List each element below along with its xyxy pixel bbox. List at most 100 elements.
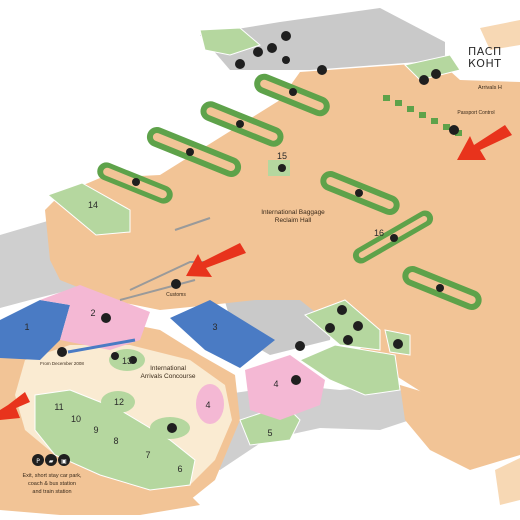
concourse-label-2: Arrivals Concourse	[141, 373, 196, 380]
unit-2	[40, 285, 150, 350]
passport-icon	[449, 125, 459, 135]
bus-icon-glyph: ▰	[49, 458, 54, 465]
unit-number-5: 5	[267, 428, 272, 438]
unit-number-6: 6	[177, 464, 182, 474]
unit-number-11: 11	[54, 402, 63, 412]
arrow-exit	[0, 392, 30, 420]
toilet-icon	[267, 43, 277, 53]
strip-upper	[480, 20, 520, 50]
shop-icon-4	[291, 375, 301, 385]
kiosk-g	[455, 130, 462, 136]
phone-icon	[282, 56, 290, 64]
kiosk-d	[419, 112, 426, 118]
header-signage: ПАСП КОНТ	[468, 45, 502, 70]
exit-label-1: Exit, short stay car park,	[23, 473, 82, 479]
belt-icon-7	[436, 284, 444, 292]
parking-icon	[32, 454, 44, 466]
unit-number-4b: 4	[205, 400, 210, 410]
unit-4	[245, 355, 325, 420]
unit-4-small	[196, 384, 224, 424]
unit-number-8: 8	[113, 436, 118, 446]
toilet-icon-lower	[353, 321, 363, 331]
unit-number-16: 16	[374, 228, 384, 238]
wall-1	[119, 279, 196, 301]
toilet-icon-right	[431, 69, 441, 79]
unit-number-13: 13	[122, 356, 132, 366]
baby-icon-lower	[343, 335, 353, 345]
luggage-icon	[235, 59, 245, 69]
header-line-2: КОНТ	[468, 57, 501, 70]
unit-number-1: 1	[24, 322, 29, 332]
passport-kiosks	[383, 95, 462, 136]
kiosk-f	[443, 124, 450, 130]
parking-icon-glyph: P	[36, 458, 40, 465]
bus-icon	[45, 454, 57, 466]
wall-3	[174, 217, 211, 231]
direction-arrows	[0, 125, 512, 420]
info-icon-right	[337, 305, 347, 315]
unit-number-7: 7	[145, 450, 150, 460]
unit-12	[101, 391, 135, 413]
baggage-hall-label-2: Reclaim Hall	[275, 217, 312, 224]
facility-icons	[57, 31, 459, 433]
unit-number-10: 10	[71, 414, 81, 424]
area-labels: International Baggage Reclaim Hall Custo…	[23, 85, 502, 495]
customs-label: Customs	[166, 292, 186, 298]
zone-right-lower	[298, 344, 401, 396]
belt-icon-1	[132, 178, 140, 186]
passport-control-label: Passport Control	[457, 110, 494, 116]
bag-icon-15	[278, 164, 286, 172]
kiosk-a	[383, 95, 390, 101]
belt-icon-6	[390, 234, 398, 242]
baggage-hall-floor	[45, 62, 520, 410]
arrow-passport	[457, 125, 512, 160]
belt-icon-3	[236, 120, 244, 128]
exit-label-2: coach & bus station	[28, 481, 76, 487]
unit-number-14: 14	[88, 200, 98, 210]
strip-lower	[495, 458, 520, 505]
train-icon	[58, 454, 70, 466]
kiosk-b	[395, 100, 402, 106]
shop-icon-2	[101, 313, 111, 323]
unit-number-2: 2	[90, 308, 95, 318]
unit-number-12: 12	[114, 397, 124, 407]
bag-icon-right	[295, 341, 305, 351]
wall-blue	[67, 338, 136, 354]
exit-label-3: and train station	[32, 489, 71, 495]
zone-right-upper	[304, 299, 381, 351]
exit-icons: P ▰ ▣	[32, 454, 70, 466]
exit-corridor	[0, 455, 200, 515]
belt-icon-2	[186, 148, 194, 156]
cafe-icon	[111, 352, 119, 360]
train-icon-glyph: ▣	[61, 458, 67, 465]
belt-icon-5	[355, 189, 363, 197]
wheelchair-icon	[253, 47, 263, 57]
zone-top-right	[404, 54, 461, 81]
shop-icon-13	[129, 356, 137, 364]
unit-1	[0, 300, 70, 360]
kiosk-icon	[167, 423, 177, 433]
unit-number-4: 4	[273, 379, 278, 389]
header-line-1: ПАСП	[468, 45, 502, 58]
concourse-label-1: International	[150, 365, 186, 372]
baby-change-icon	[281, 31, 291, 41]
top-right-strip	[480, 20, 520, 505]
zone-14	[47, 182, 131, 236]
wheelchair-icon-lower	[325, 323, 335, 333]
unit-number-9: 9	[93, 425, 98, 435]
baggage-hall-label-1: International Baggage	[261, 209, 325, 216]
unit-3	[170, 300, 275, 368]
arrow-customs	[186, 243, 246, 277]
belt-icon-4	[289, 88, 297, 96]
right-corridor	[400, 385, 520, 470]
lift-icon	[393, 339, 403, 349]
info-icon-concourse	[57, 347, 67, 357]
kiosk-e	[431, 118, 438, 124]
from-december-label: From December 2008	[40, 361, 84, 366]
unit-number-15: 15	[277, 151, 287, 161]
arrivals-hall-label: Arrivals H	[478, 85, 502, 91]
zone-top-facilities	[199, 27, 261, 56]
info-icon	[317, 65, 327, 75]
